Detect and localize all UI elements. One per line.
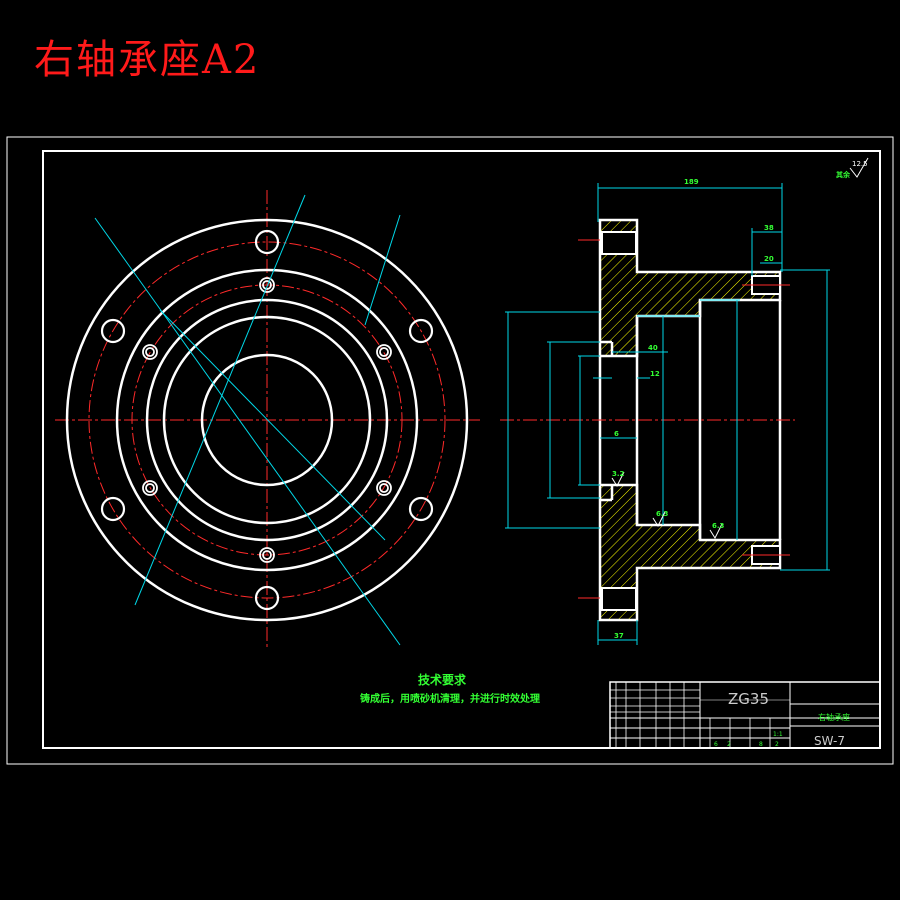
roughness-c: 6.3 <box>712 522 725 530</box>
surface-finish-value: 12.5 <box>852 160 868 168</box>
hub-outline-mid <box>145 298 389 542</box>
bolt-circle-inner <box>131 284 403 556</box>
bolt-hole <box>254 229 280 255</box>
technical-requirements: 技术要求 铸成后，用喷砂机清理，并进行时效处理 <box>360 672 540 705</box>
inner-frame <box>42 150 881 749</box>
title-block-material: ZG35 <box>728 690 769 708</box>
hub-outline-outer <box>115 268 419 572</box>
surface-finish-mark: 12.5 其余 <box>836 157 869 179</box>
title-block-part-name: 右轴承座 <box>818 712 850 722</box>
qty-cell: 6 <box>714 741 718 748</box>
roughness-b: 6.3 <box>656 510 669 518</box>
title-block-ratio: 1:1 <box>773 731 783 738</box>
flange-bolt-hole-top <box>601 231 637 255</box>
bolt-circle-outer <box>88 241 446 599</box>
bolt-hole <box>408 318 434 344</box>
dim-shoulder: 12 <box>650 370 660 378</box>
front-view <box>55 190 480 650</box>
dim-hub-offset: 38 <box>764 224 774 232</box>
bolt-hole <box>254 585 280 611</box>
dim-overall-length: 189 <box>684 178 699 186</box>
bolt-hole <box>100 318 126 344</box>
section-dimension-lines <box>505 183 830 645</box>
bore-outline <box>200 353 334 487</box>
qty-cell: 2 <box>727 741 731 748</box>
bolt-hole <box>100 496 126 522</box>
surface-finish-label: 其余 <box>836 170 851 179</box>
dimension-texts: 189 38 20 37 40 12 6 3.2 6.3 6.3 <box>612 178 774 640</box>
title-block-qty-row: 6 2 8 2 <box>714 741 779 748</box>
title-block <box>609 681 881 749</box>
dim-flange-thickness: 37 <box>614 632 624 640</box>
hub-outline-inner <box>162 315 372 525</box>
dim-hub-slot: 20 <box>764 255 774 263</box>
roughness-a: 3.2 <box>612 470 625 478</box>
qty-cell: 2 <box>775 741 779 748</box>
tech-req-note: 铸成后，用喷砂机清理，并进行时效处理 <box>360 692 540 705</box>
tech-req-heading: 技术要求 <box>418 672 467 687</box>
flange-bolt-hole-bottom <box>601 587 637 611</box>
drawing-title: 右轴承座A2 <box>34 37 261 83</box>
section-view <box>500 183 830 645</box>
qty-cell: 8 <box>759 741 763 748</box>
flange-outline <box>65 218 469 622</box>
front-dimension-leaders <box>94 194 401 646</box>
outer-bolt-holes <box>100 229 434 611</box>
dim-spigot-depth: 40 <box>648 344 658 352</box>
bolt-hole <box>408 496 434 522</box>
dim-spigot-width: 6 <box>614 430 619 438</box>
roughness-symbols <box>611 471 723 540</box>
inner-threaded-holes <box>142 277 392 563</box>
title-block-drawing-code: SW-7 <box>814 734 845 748</box>
outer-frame <box>6 136 894 765</box>
